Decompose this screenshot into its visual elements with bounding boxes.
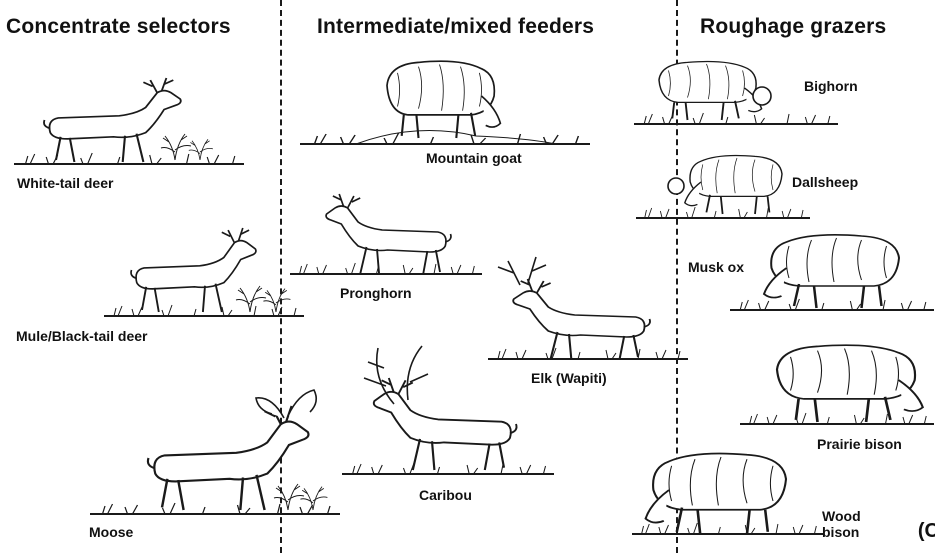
wood-bison-illustration	[632, 438, 824, 538]
mountain-goat-illustration	[296, 52, 596, 148]
white-tail-deer-illustration	[10, 72, 242, 168]
moose-illustration	[88, 376, 340, 518]
header-roughage-grazers: Roughage grazers	[700, 15, 886, 39]
label-prairie-bison: Prairie bison	[817, 436, 902, 452]
label-moose: Moose	[89, 524, 133, 540]
label-mountain-goat: Mountain goat	[426, 150, 522, 166]
prairie-bison-illustration	[740, 332, 935, 428]
label-dallsheep: Dallsheep	[792, 174, 858, 190]
dallsheep-illustration	[632, 150, 812, 222]
pronghorn-illustration	[286, 192, 486, 280]
header-concentrate-selectors: Concentrate selectors	[6, 15, 231, 39]
musk-ox-illustration	[730, 222, 935, 314]
label-white-tail-deer: White-tail deer	[17, 175, 113, 191]
caribou-illustration	[338, 338, 558, 480]
label-wood-bison: Wood bison	[822, 508, 882, 540]
label-caribou: Caribou	[419, 487, 472, 503]
mule-deer-illustration	[100, 208, 310, 320]
header-intermediate-feeders: Intermediate/mixed feeders	[317, 15, 594, 39]
label-mule-black-tail-deer: Mule/Black-tail deer	[16, 328, 148, 344]
copyright-mark: (C	[918, 520, 935, 543]
label-bighorn: Bighorn	[804, 78, 858, 94]
label-pronghorn: Pronghorn	[340, 285, 412, 301]
